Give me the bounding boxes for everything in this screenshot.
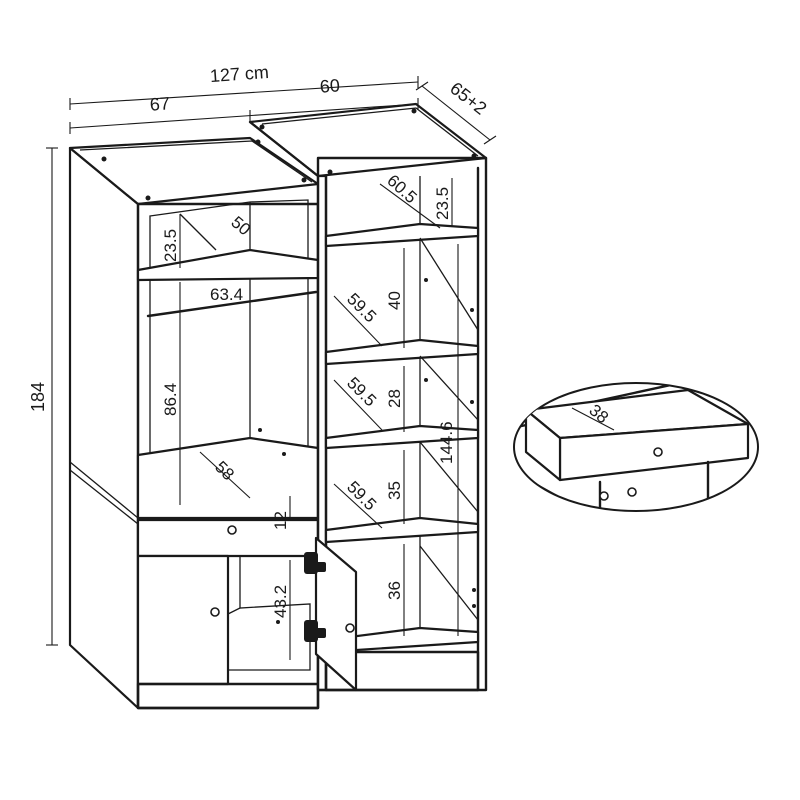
right-shelf-2 (324, 338, 480, 366)
right-shelf2-depth: 59.5 (343, 373, 380, 410)
right-total-height: 144.6 (437, 421, 456, 464)
left-hanging-height: 86.4 (161, 383, 180, 416)
left-plinth (136, 682, 320, 710)
right-shelf3-depth: 59.5 (343, 477, 380, 514)
right-top-shelf-height: 23.5 (433, 187, 452, 220)
left-side-panel (68, 146, 140, 710)
hanging-rod (146, 290, 318, 318)
right-bottom-height: 36 (385, 581, 404, 600)
cabinet-height-label: 43.2 (271, 585, 290, 618)
right-top-depth: 60.5 (383, 171, 420, 207)
total-width-label: 127 cm (209, 62, 269, 86)
drawer-height-label: 12 (271, 511, 290, 530)
right-shelf3-height: 35 (385, 481, 404, 500)
right-shelf2-height: 28 (385, 389, 404, 408)
left-cabinet-door (136, 554, 230, 686)
left-drawer (136, 518, 320, 558)
right-plinth (324, 650, 480, 692)
right-width-label: 60 (319, 75, 340, 96)
left-top-shelf-height: 23.5 (161, 229, 180, 262)
right-shelf-1 (324, 222, 480, 248)
drawer-detail-inset: 38 (513, 382, 759, 512)
depth-label: 65+2 (446, 78, 490, 119)
right-shelf-4 (324, 516, 480, 544)
right-shelf1-depth: 59.5 (343, 289, 380, 326)
right-shelf1-height: 40 (385, 291, 404, 310)
height-label: 184 (28, 382, 48, 412)
dimension-lines (46, 76, 497, 660)
right-unit (248, 102, 488, 692)
left-width-label: 67 (149, 93, 170, 114)
right-open-door (314, 536, 358, 692)
left-hanging-width: 63.4 (210, 285, 243, 304)
hinge-icon (304, 552, 326, 642)
left-unit (68, 136, 320, 710)
